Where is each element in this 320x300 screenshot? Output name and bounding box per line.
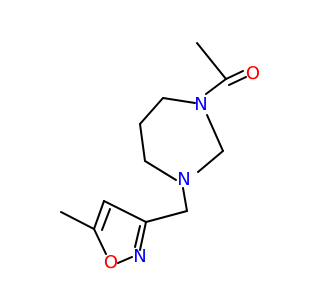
bond-isoxazole-methyl	[60, 211, 95, 230]
bond-isoxazole-c4-c5	[93, 200, 105, 230]
bond-nitrogen-methylene	[182, 187, 188, 212]
carbonyl-oxygen-label: O	[246, 63, 260, 84]
bond-ring-3	[139, 123, 146, 162]
bond-ring-5	[197, 150, 224, 173]
bond-carbonyl-double-b	[228, 76, 247, 86]
bond-isoxazole-o-n	[117, 256, 133, 264]
bond-carbonyl-double-a	[225, 70, 244, 80]
bond-ring-2	[139, 97, 164, 125]
bond-ring-1	[162, 97, 196, 104]
molecule-structure: O N N O N	[60, 42, 260, 273]
atom-labels: O N N O N	[104, 63, 260, 273]
bond-ring-6	[206, 114, 224, 152]
isoxazole-nitrogen-label: N	[133, 246, 146, 267]
bond-isoxazole-c4-c5-inner	[101, 208, 111, 231]
bonds	[60, 42, 247, 264]
bond-isoxazole-c3-c4	[103, 200, 147, 223]
bond-isoxazole-c5-o	[93, 228, 107, 255]
bond-ring-4	[144, 160, 177, 181]
bond-carbonyl-nitrogen	[205, 78, 227, 95]
ring-nitrogen-alkyl-label: N	[177, 169, 190, 190]
isoxazole-oxygen-label: O	[104, 252, 118, 273]
bond-methyl-carbonyl	[196, 42, 227, 80]
bond-methylene-isoxazole	[145, 210, 188, 223]
molecule-canvas: O N N O N	[60, 42, 260, 273]
bond-isoxazole-n-c3	[139, 221, 147, 251]
bond-isoxazole-n-c3-inner	[134, 225, 141, 248]
ring-nitrogen-acyl-label: N	[194, 94, 207, 115]
